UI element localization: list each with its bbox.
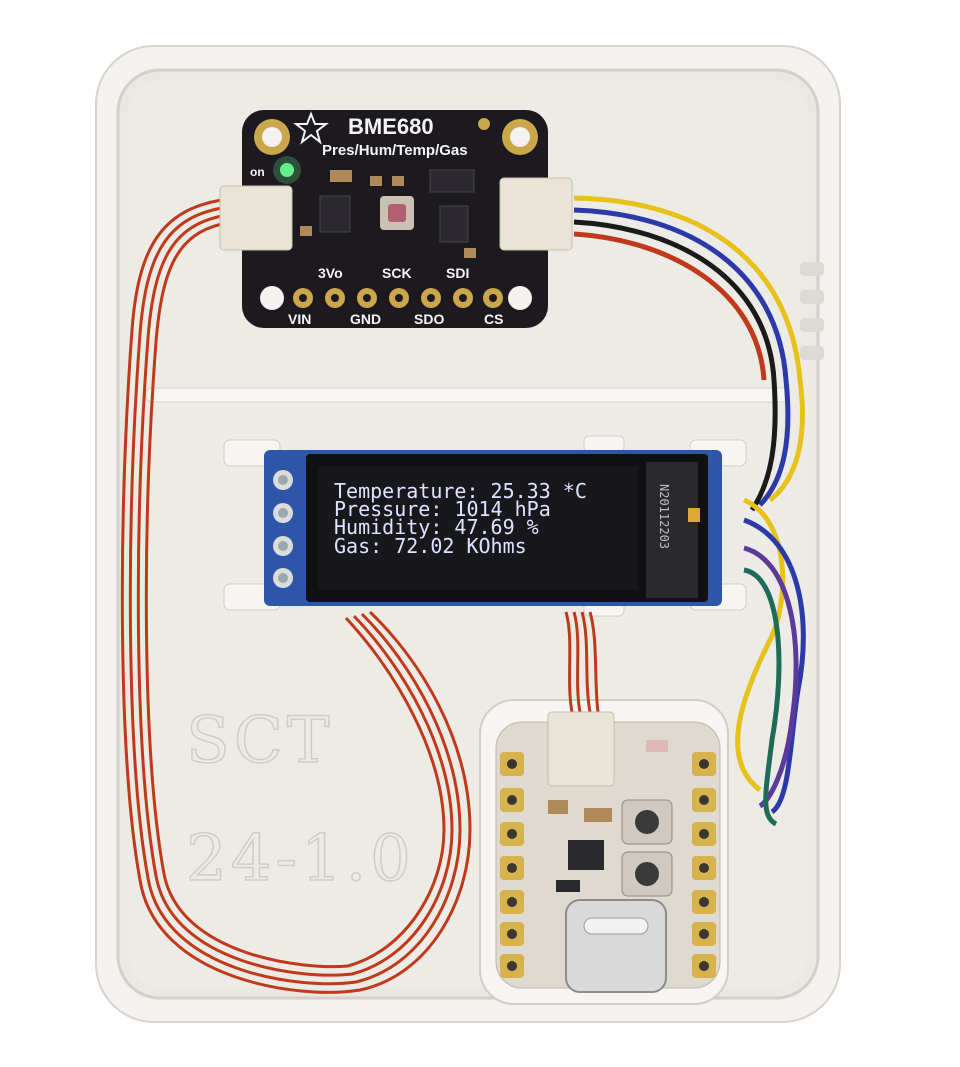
pin-label-cs: CS <box>484 311 503 327</box>
oled-pins <box>273 470 293 588</box>
pin-label-gnd: GND <box>350 311 381 327</box>
wire-notches <box>800 262 824 360</box>
on-label: on <box>250 165 265 179</box>
usb-c-port-icon <box>565 899 667 993</box>
oled-screen <box>318 466 638 590</box>
oled-line-humidity: Humidity: 47.69 % <box>334 515 539 539</box>
mcu-chip <box>568 840 604 870</box>
oled-line-pressure: Pressure: 1014 hPa <box>334 497 551 521</box>
engraving-line-1: SCT <box>186 704 334 778</box>
pin-label-sck: SCK <box>382 265 412 281</box>
engraving-line-2: 24-1.0 <box>186 822 415 896</box>
oled-side-text: N20112203 <box>657 484 671 549</box>
pin-label-sdi: SDI <box>446 265 469 281</box>
adafruit-star-icon <box>293 111 329 145</box>
sensor-subtitle: Pres/Hum/Temp/Gas <box>322 142 468 159</box>
pin-label-3vo: 3Vo <box>318 265 343 281</box>
sensor-title: BME680 <box>348 114 434 139</box>
bme680-board: BME680 Pres/Hum/Temp/Gas on 3Vo SCK SDI … <box>219 110 573 328</box>
red-stemma-cable-left <box>120 198 472 994</box>
pin-label-sdo: SDO <box>414 311 444 327</box>
stemma-connector-right <box>499 177 573 251</box>
oled-line-temperature: Temperature: 25.33 *C <box>334 479 587 503</box>
red-stemma-cable-qtpy <box>564 611 600 713</box>
divider-ridge <box>145 387 789 403</box>
qtpy-board <box>495 711 721 993</box>
colored-wires-right <box>573 195 806 827</box>
mount-hole <box>260 286 284 310</box>
oled-flex-cable <box>646 462 698 598</box>
mount-hole <box>508 286 532 310</box>
oled-module: N20112203 Temperature: 25.33 *C Pressure… <box>264 450 722 606</box>
pin-label-vin: VIN <box>288 311 311 327</box>
engraving: SCT 24-1.0 <box>185 703 415 897</box>
stemma-connector-left <box>219 185 293 251</box>
stemma-connector-qtpy <box>547 711 615 787</box>
green-led-icon <box>280 163 294 177</box>
oled-line-gas: Gas: 72.02 KOhms <box>334 534 527 558</box>
